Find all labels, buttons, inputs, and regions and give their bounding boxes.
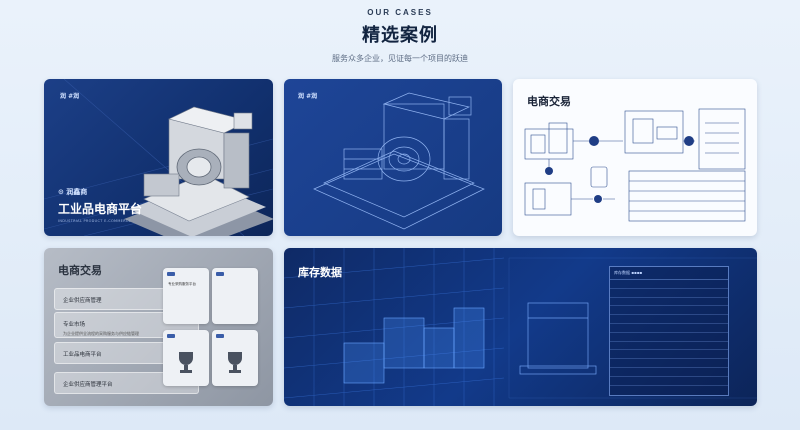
feature-tile[interactable] xyxy=(212,330,258,386)
menu-item-label: 专业市场 xyxy=(63,322,86,328)
tile-tag xyxy=(216,272,224,276)
menu-item-label: 企业供应商管理 xyxy=(63,298,102,304)
feature-tile[interactable] xyxy=(163,330,209,386)
brand-logo: 润 #润 xyxy=(60,93,80,100)
table-row xyxy=(610,315,728,324)
case-card-industrial-platform[interactable]: 润 #润 ⊙ 润鑫商 工业品电商平台 INDUSTRIAL PRODUCT E-… xyxy=(44,79,273,236)
flow-diagram xyxy=(524,108,746,222)
case-card-inventory-data[interactable]: 库存数据 库存数据 ▪▪▪▪ xyxy=(284,248,757,406)
table-row xyxy=(610,359,728,368)
card-title: 电商交易 xyxy=(58,264,102,277)
table-row xyxy=(610,333,728,342)
feature-tile[interactable]: 专业采购服务平台 xyxy=(163,268,209,324)
tile-tag xyxy=(167,272,175,276)
case-card-ecommerce-menu[interactable]: 电商交易 企业供应商管理 › 专业市场 为企业提供全流程的采购服务与供应链管理 … xyxy=(44,248,273,406)
blueprint-illustration xyxy=(313,92,485,230)
section-subtitle: 服务众多企业，见证每一个项目的跃迪 xyxy=(332,54,468,63)
section-header: OUR CASES 精选案例 服务众多企业，见证每一个项目的跃迪 xyxy=(0,0,800,64)
card-caption: INDUSTRIAL PRODUCT E-COMMERCE xyxy=(58,219,131,223)
menu-item-label: 企业供应商管理平台 xyxy=(63,382,113,388)
table-header: 库存数据 ▪▪▪▪ xyxy=(610,267,728,280)
table-row xyxy=(610,306,728,316)
card-title: 电商交易 xyxy=(527,95,571,108)
section-title: 精选案例 xyxy=(362,25,438,46)
trophy-icon xyxy=(228,352,242,373)
case-card-blueprint[interactable]: 润 #润 xyxy=(284,79,502,236)
warehouse-illustration xyxy=(284,248,757,406)
tile-text: 专业采购服务平台 xyxy=(168,282,196,286)
tile-tag xyxy=(216,334,224,338)
table-row xyxy=(610,342,728,351)
inventory-table[interactable]: 库存数据 ▪▪▪▪ xyxy=(609,266,729,396)
table-row xyxy=(610,298,728,307)
card-title: 库存数据 xyxy=(298,266,342,279)
table-row xyxy=(610,324,728,333)
card-title: 工业品电商平台 xyxy=(58,202,143,216)
menu-item-label: 工业品电商平台 xyxy=(63,352,102,358)
table-row xyxy=(610,377,728,386)
menu-item-supplier[interactable]: 企业供应商管理 › xyxy=(54,288,199,310)
case-card-ecommerce-flow[interactable]: 电商交易 xyxy=(513,79,757,236)
trophy-icon xyxy=(179,352,193,373)
eyebrow-text: OUR CASES xyxy=(367,8,433,17)
tile-tag xyxy=(167,334,175,338)
table-row xyxy=(610,368,728,377)
brand-logo: 润 #润 xyxy=(298,93,318,100)
machine-illustration xyxy=(44,79,273,236)
table-row xyxy=(610,289,728,298)
table-row xyxy=(610,350,728,360)
table-row xyxy=(610,280,728,289)
card-sub-logo: ⊙ 润鑫商 xyxy=(58,188,88,196)
feature-tile[interactable] xyxy=(212,268,258,324)
menu-item-desc: 为企业提供全流程的采购服务与供应链管理 xyxy=(63,331,139,336)
